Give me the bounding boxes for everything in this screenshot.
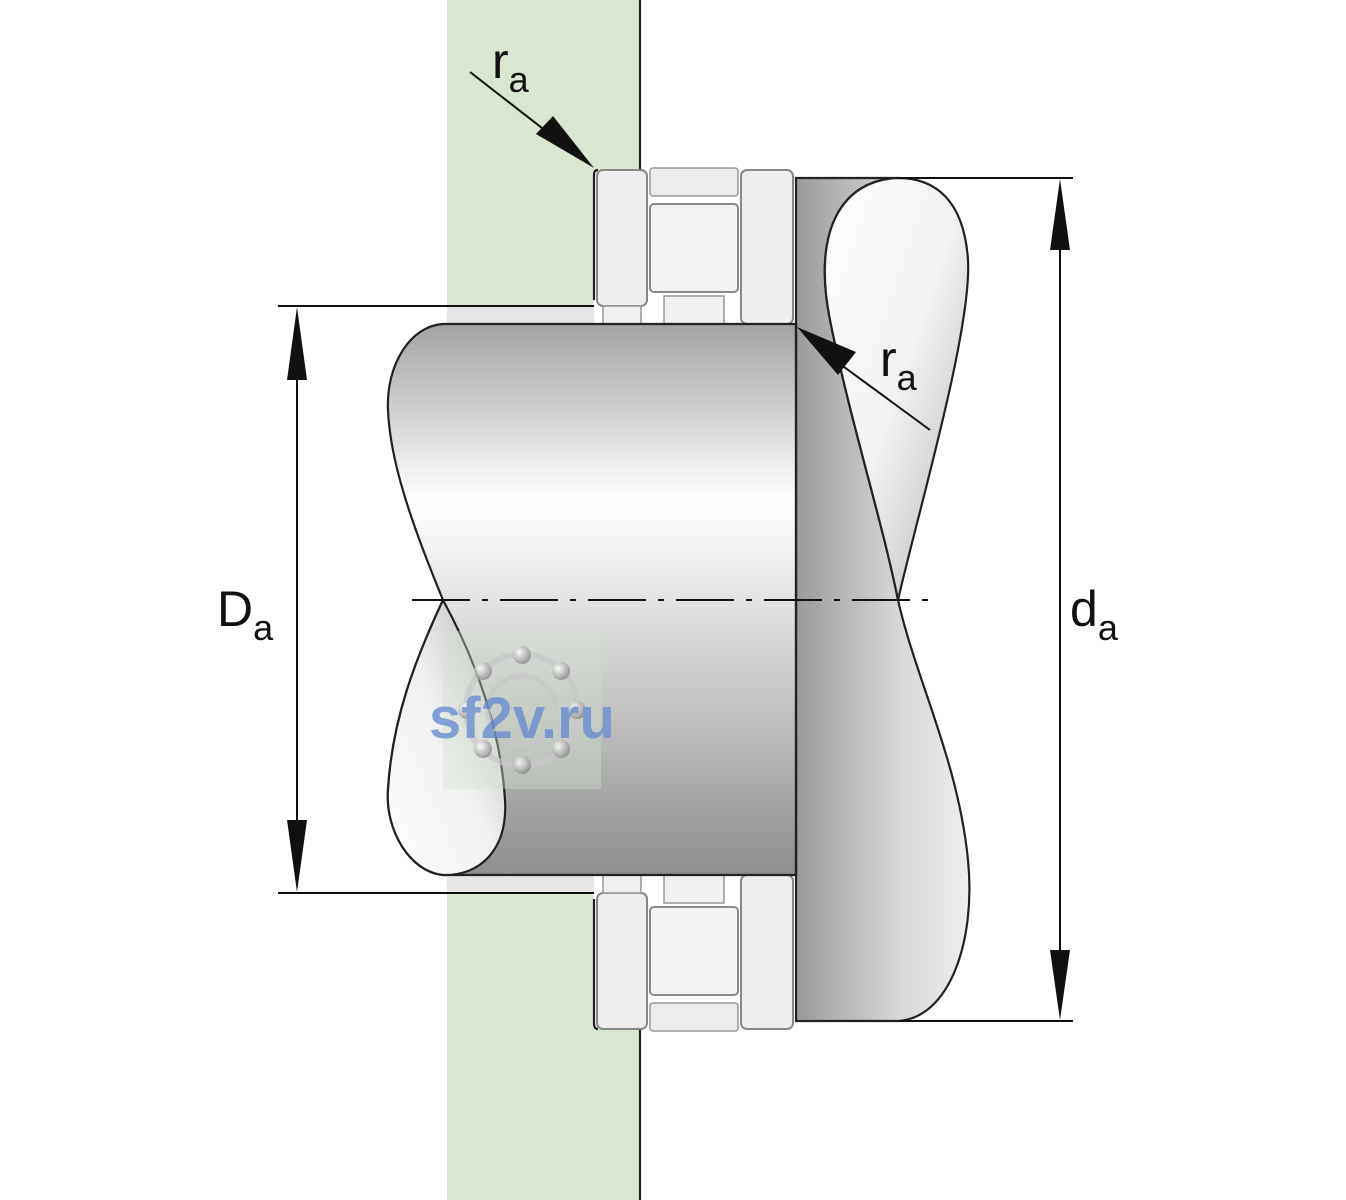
label-Da-main: D — [217, 581, 253, 637]
housing-lower — [447, 893, 640, 1200]
outer-ring-lower — [596, 892, 648, 1030]
label-Da-sub: a — [253, 607, 274, 648]
watermark-bearing-inner — [485, 673, 559, 747]
bearing-upper-section — [596, 167, 794, 325]
cage-lower — [649, 1002, 739, 1032]
watermark-ball — [474, 740, 492, 758]
roller-upper — [649, 203, 739, 293]
housing-bore-strip-top — [447, 306, 594, 324]
watermark-balls — [458, 646, 586, 774]
leader-ra-top — [469, 71, 594, 168]
label-da-sub: a — [1098, 607, 1119, 648]
watermark-ball — [474, 662, 492, 680]
bearing-lower-section — [596, 874, 794, 1032]
label-ra-top-main: r — [492, 33, 509, 89]
watermark-ball — [513, 756, 531, 774]
dimension-da — [898, 177, 1073, 1022]
watermark-ball — [552, 662, 570, 680]
leader-ra-right — [797, 327, 931, 431]
housing-upper — [447, 0, 640, 306]
inner-ring-upper — [740, 169, 794, 325]
watermark-ball — [513, 646, 531, 664]
roller-lower — [649, 906, 739, 996]
seal-lip-upper-mid — [663, 295, 725, 325]
label-ra-top: ra — [492, 33, 530, 100]
dimension-Da — [278, 305, 594, 894]
inner-ring-lower — [740, 874, 794, 1030]
label-ra-right-main: r — [880, 331, 897, 387]
label-ra-right: ra — [880, 331, 918, 398]
seal-lip-upper-left — [602, 305, 642, 325]
arrow-da-top — [1050, 179, 1070, 250]
seal-lip-lower-left — [602, 874, 642, 894]
arrow-ra-right — [797, 327, 856, 375]
label-da-main: d — [1070, 581, 1098, 637]
label-Da: Da — [217, 581, 274, 648]
watermark: sf2v.ru — [429, 631, 615, 789]
housing-bore-strip-bottom — [447, 875, 594, 893]
arrow-Da-top — [287, 307, 307, 380]
arrow-ra-top — [536, 116, 594, 168]
seal-lip-lower-mid — [663, 874, 725, 904]
watermark-ball — [552, 740, 570, 758]
label-ra-right-sub: a — [897, 357, 918, 398]
arrow-Da-bottom — [287, 820, 307, 892]
watermark-ball — [458, 701, 476, 719]
watermark-ball — [568, 701, 586, 719]
cage-upper — [649, 167, 739, 197]
watermark-text: sf2v.ru — [429, 686, 615, 751]
label-ra-top-sub: a — [509, 59, 530, 100]
label-da: da — [1070, 581, 1119, 648]
housing — [447, 0, 642, 1200]
arrow-da-bottom — [1050, 950, 1070, 1020]
outer-ring-upper — [596, 169, 648, 307]
